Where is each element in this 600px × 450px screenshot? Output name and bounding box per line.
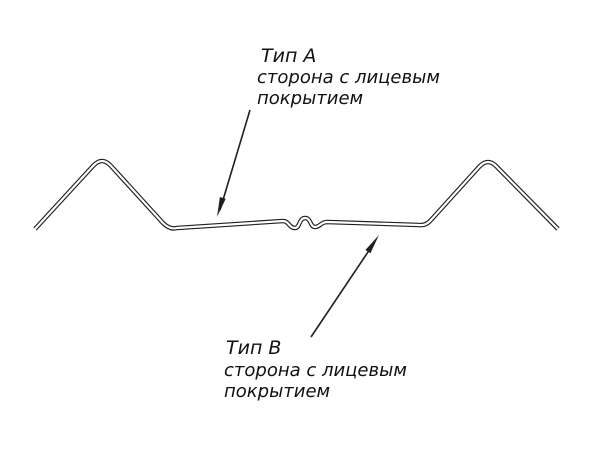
label-b-line2: покрытием	[224, 381, 330, 402]
label-b-title: Тип В	[226, 337, 281, 359]
leader-a-arrowhead-icon	[217, 197, 226, 217]
sheet-profile	[33, 158, 560, 231]
label-a-line1: сторона с лицевым	[257, 67, 440, 88]
label-a-title: Тип А	[261, 45, 316, 67]
label-a: Тип А сторона с лицевым покрытием	[257, 45, 440, 109]
leader-a	[217, 109, 251, 217]
leader-a-line	[219, 109, 251, 211]
leader-b-arrowhead-icon	[365, 235, 379, 254]
label-b: Тип В сторона с лицевым покрытием	[224, 337, 407, 402]
label-a-line2: покрытием	[257, 88, 363, 109]
profile-outline-outer	[33, 158, 560, 231]
leader-b	[310, 235, 379, 338]
label-b-line1: сторона с лицевым	[224, 360, 407, 381]
profile-outline-core	[34, 159, 559, 230]
leader-b-line	[310, 245, 373, 338]
